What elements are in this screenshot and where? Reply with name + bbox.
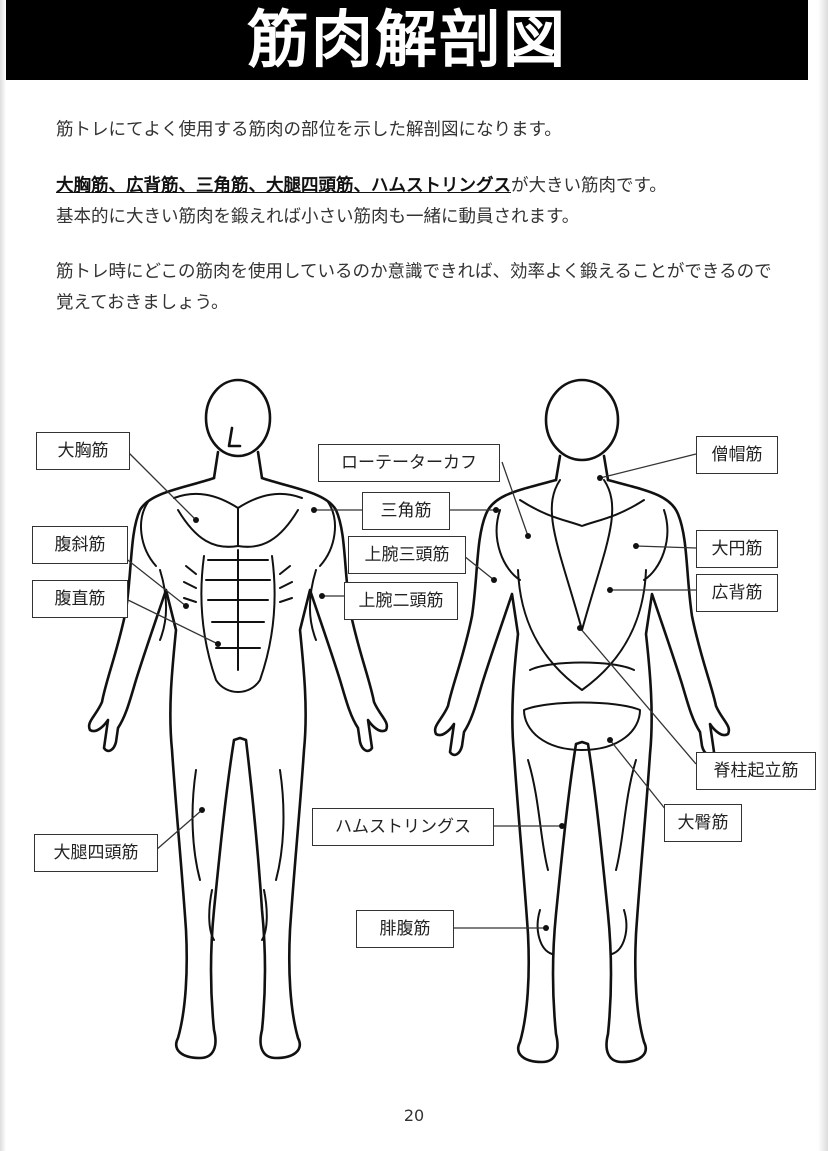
label-trapezius: 僧帽筋 [696,436,778,474]
anatomy-figure: 大胸筋 腹斜筋 腹直筋 大腿四頭筋 三角筋 上腕二頭筋 ローテーターカフ 上腕三… [0,370,828,1080]
awareness-paragraph: 筋トレ時にどこの筋肉を使用しているのか意識できれば、効率よく鍛えることができるの… [56,262,772,313]
large-muscles-note: 基本的に大きい筋肉を鍛えれば小さい筋肉も一緒に動員されます。 [56,207,580,227]
label-calf: 腓腹筋 [356,910,454,948]
label-teres-major: 大円筋 [696,530,778,568]
back-body [433,378,731,1064]
large-muscles-emphasis: 大胸筋、広背筋、三角筋、大腿四頭筋、ハムストリングス [56,176,511,196]
label-hamstrings: ハムストリングス [312,808,494,846]
title-bar: 筋肉解剖図 [6,0,808,80]
front-body [87,378,389,1060]
label-quadriceps: 大腿四頭筋 [34,834,158,872]
page-title: 筋肉解剖図 [246,3,567,76]
page-number: 20 [403,1106,425,1125]
label-obliques: 腹斜筋 [32,526,128,564]
large-muscles-suffix: が大きい筋肉です。 [511,176,667,196]
large-muscles-paragraph: 大胸筋、広背筋、三角筋、大腿四頭筋、ハムストリングスが大きい筋肉です。 基本的に… [56,171,776,233]
label-gluteus: 大臀筋 [664,804,742,842]
label-erector-spinae: 脊柱起立筋 [696,752,816,790]
leader-lines [109,451,697,931]
intro-paragraph: 筋トレにてよく使用する筋肉の部位を示した解剖図になります。 [56,120,562,140]
anatomy-illustration [87,378,731,1064]
label-latissimus: 広背筋 [696,574,778,612]
label-rectus-abdominis: 腹直筋 [32,580,128,618]
label-biceps: 上腕二頭筋 [344,582,458,620]
label-deltoid: 三角筋 [362,492,450,530]
label-rotator-cuff: ローテーターカフ [318,444,500,482]
label-triceps: 上腕三頭筋 [348,536,466,574]
label-pectoralis: 大胸筋 [36,432,130,470]
